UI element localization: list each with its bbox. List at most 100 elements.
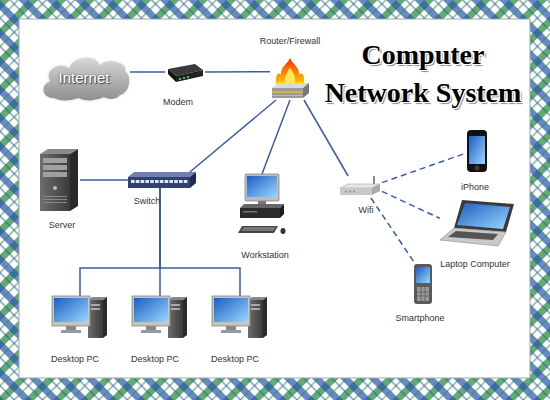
- switch-icon-part: [160, 180, 164, 183]
- network-cable: [80, 179, 128, 181]
- desktop-pc-icon: [212, 296, 268, 338]
- network-cable: [190, 100, 276, 172]
- desktop-pc-icon-part: [263, 297, 267, 338]
- desktop-pc: Desktop PC: [52, 296, 108, 338]
- workstation-icon-part: [240, 204, 284, 208]
- cloud-label: Internet: [59, 69, 110, 86]
- wifi-router: Wifi: [338, 176, 382, 198]
- network-cable: [130, 71, 165, 73]
- network-cable: [262, 100, 290, 174]
- desktop-pc: Desktop PC: [212, 296, 268, 338]
- switch-icon-part: [184, 180, 188, 183]
- device-label: Desktop PC: [51, 354, 99, 365]
- router-firewall-icon-part: [285, 67, 295, 84]
- wifi-router-icon-part: [345, 191, 347, 193]
- modem-icon-part: [168, 69, 176, 82]
- iphone-device: iPhone: [466, 130, 488, 172]
- server-icon-part: [43, 172, 67, 177]
- wireless-link: [371, 198, 415, 264]
- desktop-pc-icon-part: [134, 298, 168, 322]
- device-label: Smartphone: [395, 313, 444, 324]
- network-cable: [80, 188, 160, 296]
- server-icon-part: [43, 199, 67, 200]
- desktop-pc-icon-part: [61, 330, 81, 333]
- desktop-pc-icon-part: [226, 326, 236, 330]
- switch-icon-part: [150, 180, 154, 183]
- desktop-pc-icon-part: [212, 296, 250, 326]
- modem-device: Modem: [165, 62, 205, 84]
- laptop-icon: [440, 200, 516, 246]
- smartphone-icon: [412, 264, 434, 304]
- network-switch: Switch: [128, 172, 196, 188]
- server-device: Server: [38, 148, 80, 212]
- router-firewall: Router/Firewall: [270, 58, 310, 100]
- desktop-pc-icon-part: [91, 308, 100, 310]
- wifi-router-icon-part: [353, 191, 355, 193]
- desktop-pc-icon-part: [54, 298, 88, 322]
- switch-icon-part: [145, 180, 149, 183]
- workstation-icon-part: [243, 211, 257, 213]
- wireless-link: [382, 191, 440, 218]
- desktop-pc-icon-part: [251, 304, 260, 306]
- laptop-device: Laptop Computer: [440, 200, 516, 246]
- smartphone-icon-part: [417, 296, 429, 297]
- server-icon-part: [53, 186, 57, 190]
- smartphone-icon-part: [417, 287, 429, 301]
- network-cable: [205, 71, 270, 73]
- desktop-pc-icon-part: [171, 304, 180, 306]
- modem-icon-part: [179, 78, 181, 80]
- laptop-icon-part: [454, 200, 514, 232]
- wifi-router-icon: [338, 176, 382, 198]
- workstation-icon-part: [280, 204, 284, 218]
- desktop-pc-icon-part: [221, 330, 241, 333]
- laptop-icon-part: [448, 231, 498, 240]
- device-label: Laptop Computer: [440, 259, 510, 270]
- desktop-pc-icon-part: [146, 326, 156, 330]
- desktop-pc-icon-part: [251, 308, 260, 310]
- desktop-pc-icon-part: [214, 298, 248, 322]
- desktop-pc: Desktop PC: [132, 296, 188, 338]
- desktop-pc-icon-part: [171, 308, 180, 310]
- workstation-icon-part: [241, 227, 276, 231]
- workstation-icon: [238, 174, 286, 242]
- router-firewall-icon-part: [276, 58, 304, 84]
- device-label: Switch: [134, 196, 161, 207]
- desktop-pc-icon-part: [91, 304, 100, 306]
- wireless-link: [382, 153, 466, 183]
- desktop-pc-icon-part: [52, 296, 90, 326]
- internet-cloud: Internet: [38, 52, 130, 102]
- wifi-router-icon-part: [372, 184, 380, 195]
- switch-icon-part: [155, 180, 159, 183]
- smartphone-icon-part: [414, 264, 432, 304]
- smartphone-icon-part: [421, 287, 422, 301]
- device-label: Server: [49, 220, 76, 231]
- modem-icon-part: [183, 77, 185, 79]
- smartphone-device: Smartphone: [412, 264, 434, 304]
- iphone-icon-part: [467, 130, 487, 172]
- smartphone-icon-part: [416, 267, 430, 283]
- server-icon-part: [40, 154, 70, 211]
- iphone-icon: [466, 130, 488, 172]
- workstation-icon-part: [245, 174, 279, 201]
- device-label: Workstation: [241, 250, 288, 261]
- desktop-pc-icon-part: [103, 297, 107, 338]
- desktop-pc-icon: [52, 296, 108, 338]
- device-label: Desktop PC: [211, 354, 259, 365]
- server-icon-part: [70, 149, 78, 211]
- diagram-title: Computer Network System: [316, 36, 530, 112]
- router-firewall-icon: [270, 58, 310, 100]
- server-icon-part: [43, 165, 67, 170]
- workstation-icon-part: [238, 226, 278, 233]
- switch-icon-part: [136, 180, 140, 183]
- device-label: Wifi: [359, 205, 374, 216]
- workstation-icon-part: [240, 208, 280, 218]
- modem-icon-part: [187, 76, 189, 78]
- switch-icon-part: [165, 180, 169, 183]
- switch-icon-part: [128, 177, 190, 188]
- workstation-device: Workstation: [238, 174, 286, 242]
- switch-icon-part: [174, 180, 178, 183]
- server-icon-part: [43, 158, 67, 163]
- iphone-icon-part: [475, 166, 479, 170]
